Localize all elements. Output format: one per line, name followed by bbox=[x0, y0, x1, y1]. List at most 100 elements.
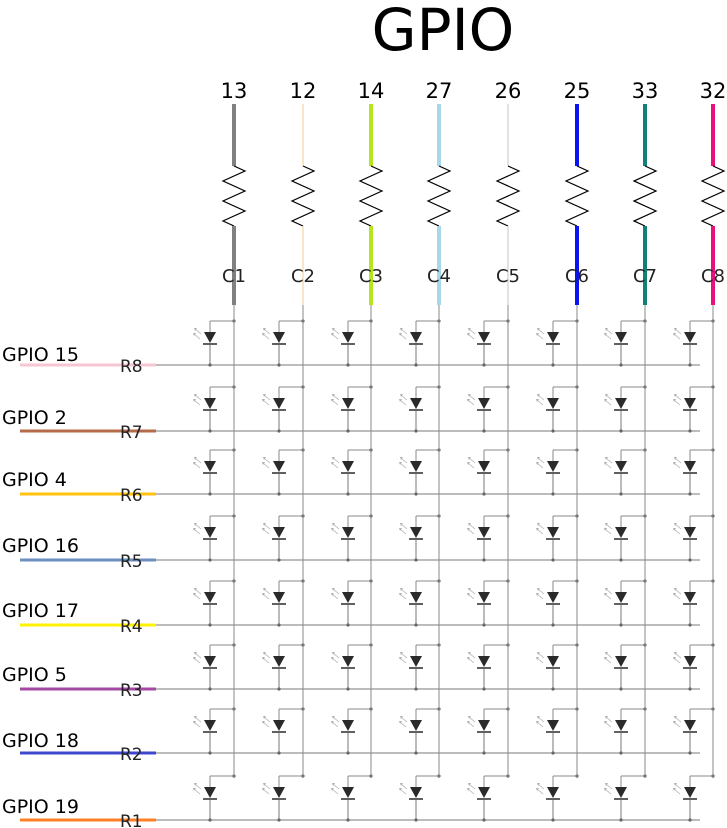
column-pin-number: 14 bbox=[358, 79, 385, 103]
diagram-title: GPIO bbox=[372, 0, 515, 64]
column-label: C8 bbox=[701, 266, 725, 287]
led-diode bbox=[399, 774, 441, 822]
row-label: R5 bbox=[120, 552, 143, 572]
led-diode bbox=[262, 385, 305, 433]
led-diode bbox=[331, 319, 373, 367]
led-diode bbox=[604, 514, 647, 562]
led-diode bbox=[536, 385, 579, 433]
led-diode bbox=[331, 707, 373, 755]
matrix-row-6 bbox=[150, 643, 715, 691]
led-diode bbox=[331, 448, 373, 496]
row-label: R8 bbox=[120, 357, 143, 377]
led-diode bbox=[331, 514, 373, 562]
row-r4: GPIO 17 R4 bbox=[2, 600, 156, 637]
row-r6: GPIO 4R6 bbox=[2, 469, 156, 506]
led-diode bbox=[331, 385, 373, 433]
led-diode bbox=[262, 579, 305, 627]
led-diode bbox=[536, 643, 579, 691]
column-label: C3 bbox=[359, 266, 383, 287]
led-diode bbox=[604, 643, 647, 691]
led-diode bbox=[399, 385, 441, 433]
led-diode bbox=[673, 385, 715, 433]
led-diode bbox=[536, 319, 579, 367]
led-diode bbox=[604, 319, 647, 367]
column-label: C4 bbox=[427, 266, 451, 287]
matrix-row-1 bbox=[150, 319, 715, 367]
led-diode bbox=[536, 514, 579, 562]
led-diode bbox=[467, 579, 510, 627]
led-diode bbox=[262, 514, 305, 562]
column-pin-number: 26 bbox=[495, 79, 522, 103]
led-diode bbox=[399, 448, 441, 496]
led-diode bbox=[399, 643, 441, 691]
column-pin-number: 27 bbox=[426, 79, 453, 103]
row-gpio-label: GPIO 18 bbox=[2, 730, 79, 752]
led-diode bbox=[673, 514, 715, 562]
row-gpio-label: GPIO 17 bbox=[2, 600, 79, 622]
led-diode bbox=[536, 448, 579, 496]
led-diode bbox=[536, 707, 579, 755]
resistor-symbol bbox=[495, 165, 521, 227]
led-diode bbox=[331, 774, 373, 822]
led-diode bbox=[193, 707, 236, 755]
led-diode bbox=[399, 579, 441, 627]
resistor-symbol bbox=[426, 165, 452, 227]
row-label: R4 bbox=[120, 617, 143, 637]
matrix-row-2 bbox=[150, 385, 715, 433]
led-diode bbox=[467, 448, 510, 496]
row-r5: GPIO 16 R5 bbox=[2, 535, 156, 572]
led-diode bbox=[262, 319, 305, 367]
row-label: R7 bbox=[120, 423, 143, 443]
led-diode bbox=[467, 514, 510, 562]
column-label: C2 bbox=[291, 266, 315, 287]
resistor-symbol bbox=[221, 165, 247, 227]
led-diode bbox=[193, 643, 236, 691]
row-label: R2 bbox=[120, 745, 143, 765]
led-diode bbox=[467, 707, 510, 755]
led-diode bbox=[467, 319, 510, 367]
column-pin-number: 12 bbox=[290, 79, 317, 103]
column-label: C5 bbox=[496, 266, 520, 287]
led-diode bbox=[604, 579, 647, 627]
led-diode bbox=[262, 707, 305, 755]
matrix-row-7 bbox=[150, 707, 715, 755]
column-label: C7 bbox=[633, 266, 657, 287]
led-diode bbox=[193, 385, 236, 433]
led-diode bbox=[399, 319, 441, 367]
row-gpio-label: GPIO 2 bbox=[2, 407, 67, 429]
led-diode bbox=[193, 579, 236, 627]
column-pin-number: 13 bbox=[221, 79, 248, 103]
led-diode bbox=[193, 319, 236, 367]
led-diode bbox=[262, 774, 305, 822]
column-pin-number: 33 bbox=[632, 79, 659, 103]
led-diode bbox=[604, 707, 647, 755]
resistor-symbol bbox=[564, 165, 590, 227]
row-gpio-label: GPIO 4 bbox=[2, 469, 67, 491]
column-pin-number: 25 bbox=[564, 79, 591, 103]
led-diode bbox=[331, 643, 373, 691]
led-diode bbox=[604, 385, 647, 433]
column-pin-number: 32 bbox=[700, 79, 727, 103]
matrix-row-5 bbox=[150, 579, 715, 627]
matrix-row-4 bbox=[150, 514, 715, 562]
resistor-symbol bbox=[290, 165, 316, 227]
led-diode bbox=[193, 514, 236, 562]
led-diode bbox=[193, 448, 236, 496]
row-r3: GPIO 5R3 bbox=[2, 664, 156, 701]
led-diode bbox=[467, 643, 510, 691]
resistor-symbol bbox=[358, 165, 384, 227]
matrix-row-3 bbox=[150, 448, 715, 496]
resistor-symbol bbox=[632, 165, 658, 227]
led-diode bbox=[673, 319, 715, 367]
led-diode bbox=[673, 707, 715, 755]
row-gpio-label: GPIO 5 bbox=[2, 664, 67, 686]
led-diode bbox=[262, 448, 305, 496]
led-diode bbox=[467, 774, 510, 822]
row-gpio-label: GPIO 16 bbox=[2, 535, 79, 557]
